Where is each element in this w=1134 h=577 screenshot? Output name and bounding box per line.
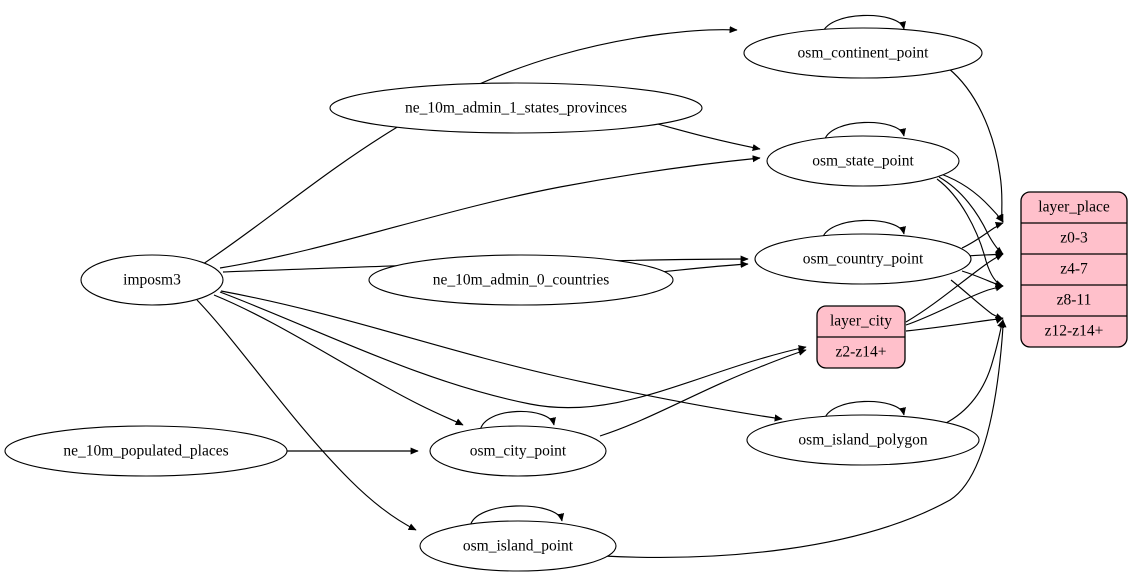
edge-osm_island_polygon-to-layer_place-z12-z14+ (943, 319, 1005, 425)
edge-self-osm_city_point (479, 410, 556, 432)
node-ne_10m_admin_0_countries[interactable]: ne_10m_admin_0_countries (368, 254, 674, 306)
node-osm_island_polygon[interactable]: osm_island_polygon (746, 414, 980, 466)
node-label-osm_country_point: osm_country_point (803, 251, 924, 268)
record-row-layer_place-0: z0-3 (1060, 230, 1088, 247)
edge-osm_country_point-to-layer_place-z0-3 (961, 221, 1004, 249)
node-osm_continent_point[interactable]: osm_continent_point (743, 27, 983, 79)
edge-osm_country_point-to-layer_place-z8-11 (961, 270, 1004, 290)
edge-layer_city-to-layer_place-z4-7 (905, 253, 1004, 323)
edge-layer_city-to-layer_place-z12-z14+ (905, 316, 1004, 332)
node-osm_country_point[interactable]: osm_country_point (754, 233, 972, 285)
node-imposm3[interactable]: imposm3 (80, 254, 224, 306)
record-title-layer_city: layer_city (830, 313, 892, 330)
edge-osm_island_point-to-layer_place-z12-z14+ (603, 319, 1007, 558)
node-label-imposm3: imposm3 (123, 272, 181, 289)
record-row-layer_place-2: z8-11 (1057, 292, 1092, 309)
node-layer: imposm3 ne_10m_admin_1_states_provinces … (4, 27, 1128, 572)
node-label-osm_continent_point: osm_continent_point (798, 45, 930, 62)
edge-imposm3-to-osm_island_polygon (220, 290, 783, 422)
node-label-ne_10m_admin_0_countries: ne_10m_admin_0_countries (433, 272, 610, 289)
record-layer_place[interactable]: layer_place z0-3 z4-7 z8-11 z12-z14+ (1020, 191, 1128, 348)
edge-imposm3-to-osm_island_point (196, 299, 417, 531)
record-row-layer_place-1: z4-7 (1060, 261, 1088, 278)
edge-osm_city_point-to-layer_city (599, 348, 807, 437)
edge-osm_continent_point-to-layer_place-z0-3 (947, 67, 1004, 223)
record-row-layer_city-0: z2-z14+ (836, 344, 887, 361)
node-ne_10m_populated_places[interactable]: ne_10m_populated_places (4, 425, 288, 477)
record-title-layer_place: layer_place (1038, 199, 1110, 216)
edge-layer_city-to-layer_place-z8-11 (905, 284, 1004, 326)
edge-imposm3-to-osm_city_point (213, 294, 464, 426)
node-osm_state_point[interactable]: osm_state_point (766, 135, 960, 187)
node-label-osm_city_point: osm_city_point (470, 443, 567, 460)
record-row-layer_place-3: z12-z14+ (1045, 323, 1104, 340)
node-osm_city_point[interactable]: osm_city_point (429, 425, 607, 477)
record-layer_city[interactable]: layer_city z2-z14+ (816, 305, 906, 369)
edge-osm_state_point-to-layer_place-z0-3 (940, 173, 1004, 223)
edge-self-osm_country_point (821, 219, 906, 241)
edge-osm_state_point-to-layer_place-z4-7 (938, 176, 1004, 255)
edge-imposm3-to-osm_state_point (219, 155, 761, 269)
edge-imposm3-to-osm_continent_point (202, 26, 738, 265)
edge-self-osm_state_point (823, 121, 906, 143)
edge-self-osm_continent_point (821, 14, 906, 36)
edge-self-osm_island_point (469, 505, 565, 528)
edge-osm_country_point-to-layer_place-z12-z14+ (950, 279, 1004, 321)
node-label-ne_10m_admin_1_states_provinces: ne_10m_admin_1_states_provinces (405, 100, 627, 117)
node-label-osm_island_polygon: osm_island_polygon (798, 432, 927, 449)
node-osm_island_point[interactable]: osm_island_point (419, 520, 617, 572)
edge-imposm3-to-layer_city (219, 291, 807, 409)
edge-ne_admin0-to-osm_country_point (659, 260, 749, 273)
edge-ne_admin1-to-osm_state_point (653, 122, 761, 152)
edge-self-osm_island_polygon (823, 400, 906, 422)
node-ne_10m_admin_1_states_provinces[interactable]: ne_10m_admin_1_states_provinces (329, 82, 703, 134)
edge-osm_country_point-to-layer_place-z4-7 (967, 251, 1004, 259)
node-label-osm_state_point: osm_state_point (812, 153, 914, 170)
node-label-osm_island_point: osm_island_point (463, 538, 574, 555)
edge-osm_state_point-to-layer_place-z8-11 (936, 178, 1004, 288)
edge-layer (196, 14, 1007, 558)
node-label-ne_10m_populated_places: ne_10m_populated_places (63, 443, 228, 460)
